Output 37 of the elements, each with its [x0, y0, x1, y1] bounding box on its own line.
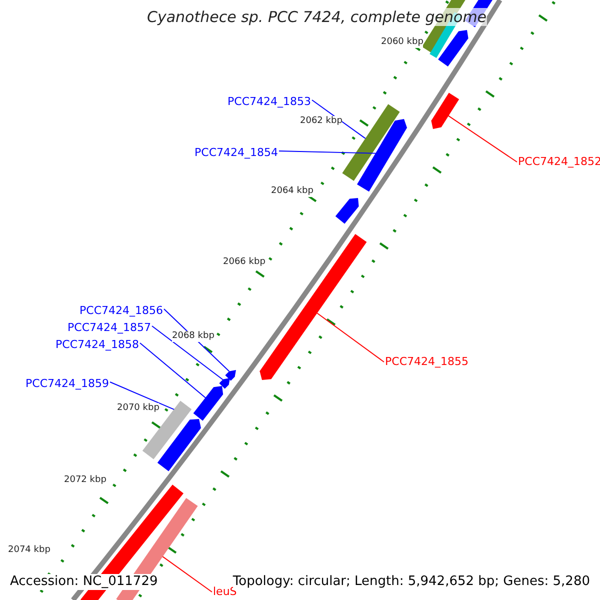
gene-label: PCC7424_1854	[194, 146, 278, 159]
gene-label: PCC7424_1852	[518, 155, 600, 168]
scale-label: 2068 kbp	[172, 331, 214, 342]
leader-line	[448, 115, 518, 162]
scale-label: 2060 kbp	[381, 37, 424, 48]
gene-feature	[357, 119, 407, 192]
gene-label: PCC7424_1855	[385, 355, 468, 368]
leader-line	[162, 556, 212, 592]
leader-line	[110, 382, 175, 410]
gene-feature	[193, 386, 224, 421]
gene-feature	[219, 378, 230, 389]
scale-label: 2064 kbp	[271, 186, 314, 197]
gene-label: PCC7424_1853	[228, 95, 311, 108]
gene-label: PCC7424_1857	[68, 321, 151, 334]
gene-feature	[225, 370, 236, 381]
info-text: Topology: circular; Length: 5,942,652 bp; Genes: 5,280	[232, 574, 590, 590]
gene-feature	[438, 30, 468, 66]
gene-feature	[431, 92, 460, 129]
gene-feature	[342, 104, 400, 181]
scale-label: 2062 kbp	[300, 116, 342, 127]
scale-label: 2074 kbp	[8, 545, 50, 556]
leader-line	[140, 342, 206, 398]
leader-line	[316, 312, 384, 362]
gene-feature	[335, 198, 359, 224]
scale-label: 2066 kbp	[223, 257, 266, 268]
gene-label: PCC7424_1858	[56, 338, 139, 351]
scale-label: 2070 kbp	[117, 403, 160, 414]
scale-label: 2072 kbp	[64, 475, 106, 486]
gene-label: PCC7424_1859	[26, 377, 109, 390]
leader-line	[278, 150, 376, 154]
leader-line	[152, 326, 224, 380]
gene-feature	[157, 419, 201, 472]
leader-line	[312, 100, 366, 139]
info-text: Accession: NC_011729	[10, 574, 158, 590]
title: Cyanothece sp. PCC 7424, complete genome	[147, 8, 487, 26]
gene-feature	[142, 400, 192, 460]
gene-label: PCC7424_1856	[80, 304, 163, 317]
